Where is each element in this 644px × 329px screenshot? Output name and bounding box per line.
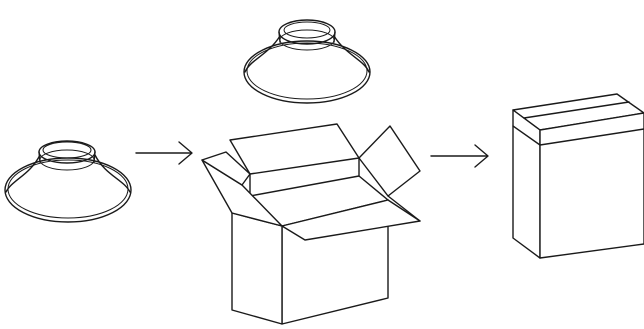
open-box-icon <box>202 124 420 324</box>
closed-box-icon <box>513 94 644 258</box>
arrow-right-icon <box>431 145 488 167</box>
lampshade-top-icon <box>244 20 370 103</box>
lampshade-icon <box>5 141 131 222</box>
arrow-right-icon <box>136 142 192 164</box>
